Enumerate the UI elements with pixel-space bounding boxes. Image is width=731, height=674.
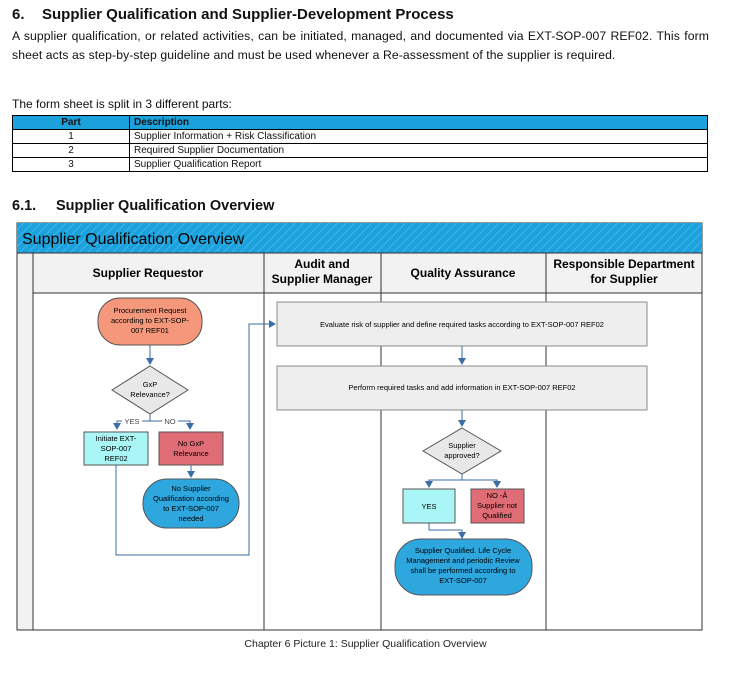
no-gxp-node [158,431,224,466]
perform-tasks-node [276,365,648,411]
parts-table: Part Description 1 Supplier Information … [12,115,708,172]
supplier-qualified-line4: EXT-SOP-007 [439,576,487,585]
evaluate-risk-text: Evaluate risk of supplier and define req… [320,320,604,329]
connector-arrow-yes [425,474,463,488]
no-gxp-line2: Relevance [173,449,208,458]
no-gxp-line1: No GxP [178,439,204,448]
connector-arrow-initiate-to-evaluate [115,320,276,556]
lane-label-audit-line2: Supplier Manager [272,272,373,286]
gxp-relevance-line2: Relevance? [130,390,170,399]
yes-label-bg [122,416,142,426]
supplier-qualified-line2: Management and periodic Review [406,556,520,565]
section-paragraph: A supplier qualification, or related act… [12,29,709,62]
lane-header-band [16,252,703,294]
figure-caption: Chapter 6 Picture 1: Supplier Qualificat… [244,638,487,650]
section-heading: 6. Supplier Qualification and Supplier-De… [12,6,454,23]
supplier-approved-line2: approved? [444,451,479,460]
not-qualified-line3: Qualified [482,511,512,520]
subsection-title: Supplier Qualification Overview [56,198,275,214]
not-qualified-node [470,488,525,524]
supplier-qualified-line1: Supplier Qualified. Life Cycle [415,546,511,555]
yes-branch-label: YES [124,417,139,426]
no-supplier-qual-line2: Qualification according [153,494,229,503]
no-supplier-qual-line3: to EXT-SOP-007 [163,504,219,513]
approved-yes-node [402,488,456,524]
lane-label-quality-assurance: Quality Assurance [411,266,516,280]
no-supplier-qual-line1: No Supplier [171,484,211,493]
initiate-line3: REF02 [104,454,127,463]
no-branch-label: NO [164,417,175,426]
initiate-line2: SOP-007 [101,444,132,453]
parts-table-header-part: Part [12,115,130,130]
no-supplier-qual-line4: needed [178,514,203,523]
no-label-bg [162,416,178,426]
not-qualified-line1: NO -Â [487,491,508,500]
lane-side-strip [16,252,34,631]
lane-label-audit-line1: Audit and [294,257,349,271]
section-title: Supplier Qualification and Supplier-Deve… [42,6,454,23]
supplier-qualified-node [394,538,533,596]
diagram-title: Supplier Qualification Overview [22,231,245,248]
no-supplier-qualification-node [142,478,240,529]
gxp-relevance-line1: GxP [143,380,158,389]
diagram-title-bar [17,223,702,253]
supplier-qualified-line3: shall be performed according to [410,566,515,575]
initiate-node [83,431,149,466]
subsection-number: 6.1. [12,198,37,214]
connector-arrow [428,523,466,539]
initiate-line1: Initiate EXT- [96,434,137,443]
table-cell-description: Supplier Qualification Report [129,157,708,172]
parts-table-header-description: Description [129,115,708,130]
procurement-request-line3: 007 REF01 [131,326,169,335]
subsection-heading: 6.1. Supplier Qualification Overview [12,198,274,214]
supplier-approved-line1: Supplier [448,441,476,450]
parts-table-intro: The form sheet is split in 3 different p… [12,97,232,111]
table-row: 1 Supplier Information + Risk Classifica… [12,129,708,144]
lane-label-responsible-line1: Responsible Department [553,257,694,271]
section-number: 6. [12,6,25,23]
perform-tasks-text: Perform required tasks and add informati… [348,383,575,392]
table-row: 2 Required Supplier Documentation [12,143,708,158]
procurement-request-line1: Procurement Request [114,306,188,315]
table-row: 3 Supplier Qualification Report [12,157,708,172]
parts-table-header-row: Part Description [12,115,708,130]
procurement-request-line2: according to EXT-SOP- [111,316,189,325]
lane-label-supplier-requestor: Supplier Requestor [93,266,204,280]
connector-arrow-no [462,479,501,488]
not-qualified-line2: Supplier not [477,501,518,510]
approved-yes-text: YES [421,502,436,511]
lane-label-responsible-line2: for Supplier [590,272,658,286]
